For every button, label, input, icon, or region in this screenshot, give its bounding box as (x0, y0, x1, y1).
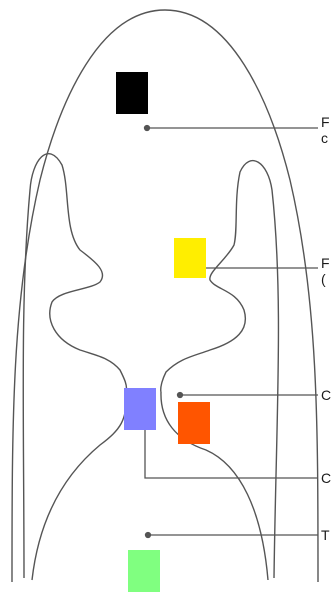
label-2: F ( (321, 255, 330, 287)
label-3: C (321, 387, 331, 403)
inner-lobe-left-outline (22, 153, 128, 579)
neck-left-outline (31, 391, 127, 581)
outer-dome-outline (11, 9, 319, 583)
label-4: C (321, 470, 331, 486)
marker-yellow (174, 238, 206, 278)
neck-right-outline (160, 391, 269, 581)
label-1: F c (321, 114, 330, 146)
inner-lobe-right-outline (160, 159, 280, 579)
marker-orange (178, 402, 210, 444)
leader-dot-3 (176, 391, 184, 399)
leader-dot-5 (144, 531, 152, 539)
leader-dot-1 (143, 124, 151, 132)
leader-line-4 (144, 430, 318, 479)
label-5: T (321, 527, 330, 543)
marker-blue (124, 388, 156, 430)
marker-green (128, 550, 160, 592)
leader-lines (143, 124, 318, 539)
marker-black (116, 72, 148, 114)
